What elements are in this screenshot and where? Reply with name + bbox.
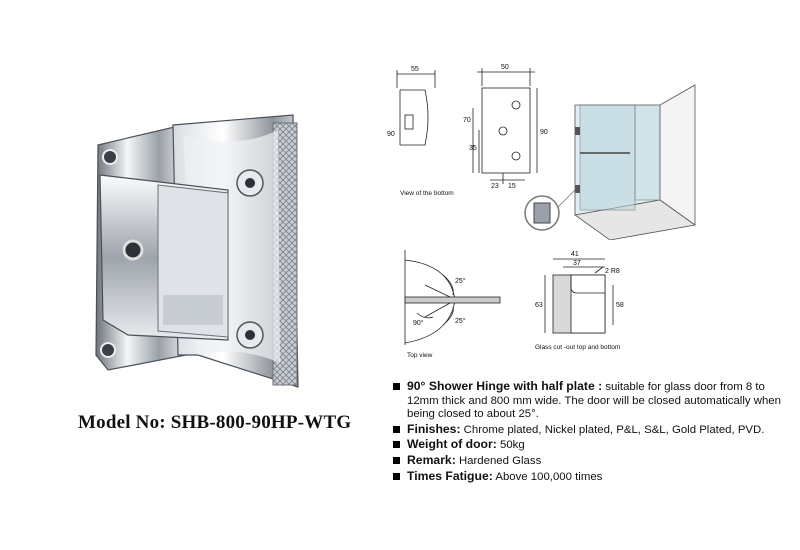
angle-25-bottom: 25° (455, 317, 466, 325)
dim-r8: 2 R8 (605, 268, 620, 275)
spec-item-weight: Weight of door: 50kg (393, 438, 793, 453)
dim-63: 63 (535, 302, 543, 309)
model-number: Model No: SHB-800-90HP-WTG (78, 412, 352, 433)
spec-item-remark: Remark: Hardened Glass (393, 452, 793, 469)
spec-label: Weight of door: (407, 437, 497, 452)
knuckle-screw-hole (122, 239, 144, 261)
dim-90-right: 90 (540, 129, 548, 136)
spec-item-finishes: Finishes: Chrome plated, Nickel plated, … (393, 421, 793, 438)
dimension-drawing: 55 50 90 70 35 90 23 15 View of the bott… (387, 64, 548, 197)
dim-90-left: 90 (387, 131, 395, 138)
dim-35: 35 (469, 145, 477, 152)
screw-hole-bottom-left (100, 342, 116, 358)
spec-text: Hardened Glass (458, 454, 542, 467)
spec-label: Finishes: (407, 421, 461, 436)
dim-58: 58 (616, 302, 624, 309)
dim-50: 50 (501, 64, 509, 71)
spec-text: Chrome plated, Nickel plated, P&L, S&L, … (463, 423, 765, 436)
spec-text: suitable for glass door from 8 to 12mm t… (407, 381, 781, 421)
topview-caption: Top view (407, 352, 433, 359)
dim-55: 55 (411, 66, 419, 73)
bullet-icon (393, 383, 400, 390)
spec-list: 90° Shower Hinge with half plate : suita… (393, 379, 793, 485)
dim-15: 15 (508, 183, 516, 190)
cutout-caption: Glass cut -out top and bottom (535, 344, 620, 351)
glass-cutout-drawing: 41 37 2 R8 63 58 Glass cut -out top and … (535, 251, 624, 351)
spec-label: 90° Shower Hinge with half plate : (407, 379, 603, 393)
bullet-icon (393, 425, 400, 433)
bullet-icon (393, 456, 400, 464)
top-view-drawing: 25° 90° 25° Top view (404, 250, 501, 359)
angle-90: 90° (413, 319, 424, 327)
spec-item-fatigue: Times Fatigue: Above 100,000 times (393, 468, 793, 485)
bullet-icon (393, 472, 400, 480)
hinge-product-photo (95, 114, 299, 388)
spec-item-hinge: 90° Shower Hinge with half plate : suita… (393, 379, 793, 422)
dim-23: 23 (491, 183, 499, 190)
bullet-icon (393, 441, 400, 449)
dims-caption: View of the bottom (400, 190, 454, 197)
dim-41: 41 (571, 251, 579, 258)
dim-70: 70 (463, 117, 471, 124)
spec-text: Above 100,000 times (495, 470, 603, 483)
screw-hole-top-left (102, 149, 118, 165)
dim-37: 37 (573, 260, 581, 267)
angle-25-top: 25° (455, 277, 466, 285)
spec-label: Remark: (407, 452, 456, 467)
spec-text: 50kg (499, 439, 525, 452)
shower-enclosure-illustration (524, 84, 697, 240)
spec-label: Times Fatigue: (407, 468, 493, 483)
